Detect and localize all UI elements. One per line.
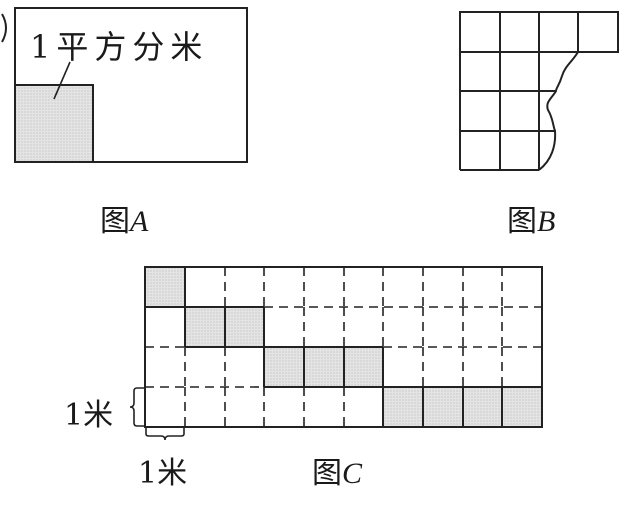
caption-prefix: 图 bbox=[100, 204, 130, 239]
caption-prefix: 图 bbox=[312, 456, 342, 491]
figure-c bbox=[129, 266, 543, 441]
caption-prefix: 图 bbox=[507, 204, 537, 239]
torn-edge bbox=[538, 51, 579, 171]
caption-letter: B bbox=[537, 205, 556, 238]
figure-b-caption: 图B bbox=[507, 196, 555, 240]
caption-letter: A bbox=[130, 205, 149, 238]
figure-a-unit-text: 1平方分米 bbox=[30, 28, 209, 66]
solid-lines bbox=[144, 266, 543, 428]
figure-a bbox=[1, 7, 248, 163]
figure-a-caption: 图A bbox=[100, 196, 148, 240]
figure-c-width-label: 1米 bbox=[138, 456, 188, 491]
figure-c-height-label: 1米 bbox=[64, 398, 114, 433]
pointer-line bbox=[53, 61, 71, 100]
one-square-decimeter-square bbox=[14, 84, 94, 163]
dashed-lines bbox=[145, 267, 542, 427]
figure-c-caption: 图C bbox=[312, 448, 362, 492]
figure-b bbox=[459, 11, 619, 171]
width-brace bbox=[145, 428, 185, 441]
height-brace bbox=[129, 387, 144, 427]
partial-paren bbox=[1, 13, 7, 43]
caption-letter: C bbox=[342, 457, 363, 490]
